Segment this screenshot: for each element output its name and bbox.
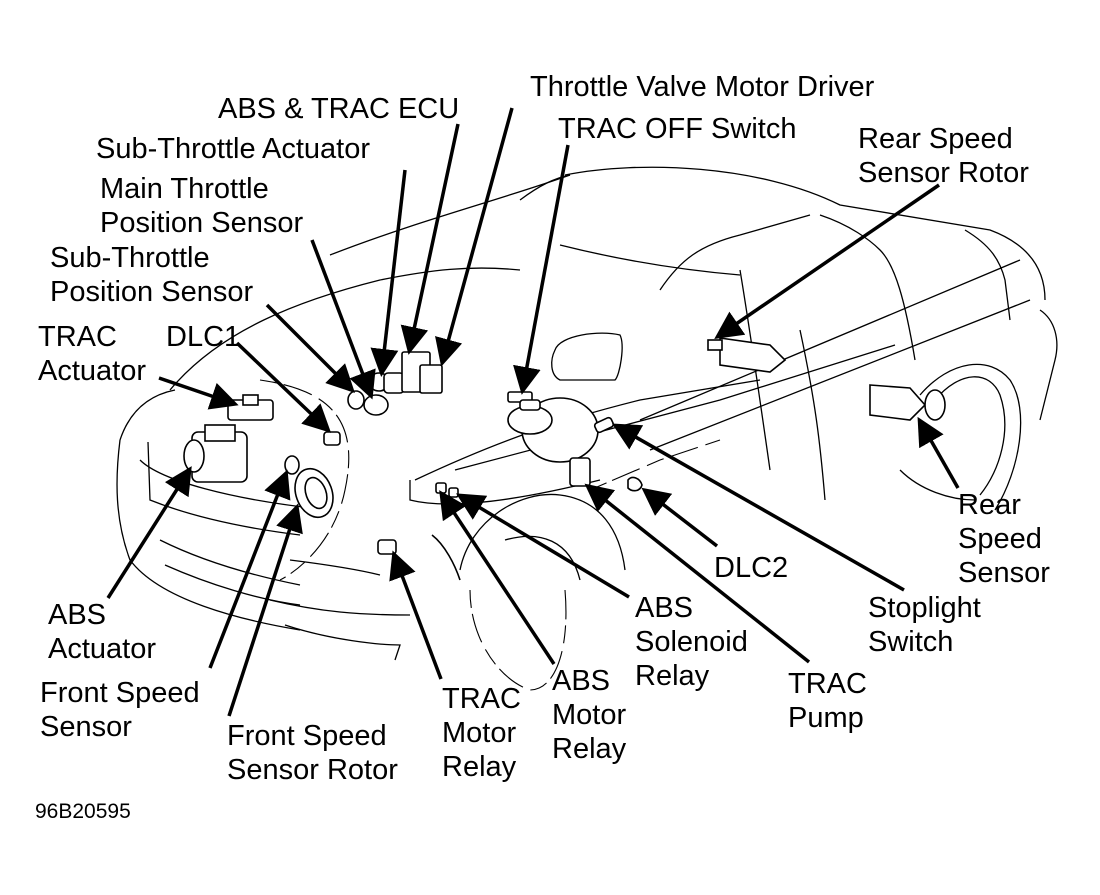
label-abs-actuator: ABS Actuator [48, 599, 156, 665]
components [183, 337, 946, 581]
arrow-trac-actuator [158, 376, 239, 410]
label-abs-trac-ecu: ABS & TRAC ECU [218, 93, 460, 125]
figure-code: 96B20595 [35, 800, 131, 823]
rear-arch-lower [899, 469, 976, 501]
label-rear-speed-sensor: Rear Speed Sensor [958, 489, 1050, 589]
leader-arrows [106, 107, 960, 717]
cowl-line [559, 244, 741, 276]
roof-line [564, 166, 1046, 301]
arrow-stoplight-switch [611, 423, 905, 592]
arrow-dlc2 [641, 487, 719, 548]
dlc1-part [323, 431, 341, 446]
label-front-speed-sensor: Front Speed Sensor [40, 677, 200, 743]
trac-actuator-part [227, 394, 274, 421]
a-pillar [659, 214, 811, 291]
stoplight-switch-part [593, 416, 615, 434]
rear-window [819, 214, 916, 361]
bumper-lower [269, 599, 411, 616]
rear-speed-sensor-part [869, 384, 946, 421]
rear-fender [1039, 309, 1058, 421]
label-dlc2: DLC2 [714, 552, 789, 584]
arrow-abs-actuator [106, 466, 192, 599]
c-pillar [964, 229, 1011, 321]
label-trac-off-switch: TRAC OFF Switch [558, 113, 797, 145]
bumper-stripe-2 [164, 564, 301, 606]
arrow-front-speed-sensor-rotor [227, 503, 303, 717]
abs-solenoid-relay-part [448, 487, 459, 498]
floor-line [589, 439, 721, 491]
arrow-rear-speed-sensor-rotor [714, 183, 940, 339]
trac-motor-relay-part [377, 539, 397, 555]
arrow-abs-motor-relay [439, 490, 556, 665]
windshield-base [329, 174, 571, 256]
spoiler [284, 624, 401, 661]
label-trac-motor-relay: TRAC Motor Relay [442, 683, 521, 783]
label-dlc1: DLC1 [166, 321, 241, 353]
side-crease [649, 299, 1031, 451]
label-throttle-valve-motor-driver: Throttle Valve Motor Driver [530, 71, 875, 103]
brake-booster-part [507, 397, 599, 463]
arrow-throttle-valve-motor-driver [435, 107, 514, 367]
front-tire-inner [504, 535, 581, 581]
front-speed-sensor-part [284, 455, 300, 475]
rear-wheel-inner [934, 376, 1006, 496]
headlight-line [289, 559, 381, 576]
arrow-trac-motor-relay [389, 550, 443, 680]
label-stoplight-switch: Stoplight Switch [868, 592, 981, 658]
arrow-rear-speed-sensor [917, 416, 960, 489]
arrow-trac-pump [584, 483, 811, 664]
hood-corner [119, 389, 176, 441]
front-wheel-arch [459, 493, 626, 571]
arrow-sub-throttle-actuator [370, 169, 407, 377]
door-rear-line [799, 329, 826, 501]
throttle-body-part [347, 372, 405, 416]
front-harness-part [431, 534, 461, 581]
side-mirror [551, 332, 623, 381]
arrow-dlc1 [235, 341, 332, 433]
abs-motor-relay-part [435, 482, 447, 494]
rear-wheel-outer [919, 363, 1022, 511]
front-wheel [469, 589, 567, 691]
front-speed-sensor-rotor-part [294, 467, 334, 519]
arrow-main-throttle-position-sensor [310, 239, 376, 400]
arrow-sub-throttle-position-sensor [265, 303, 355, 393]
throttle-valve-motor-driver-part [419, 364, 443, 394]
trac-pump-part [569, 457, 591, 487]
bumper-stripe-1 [159, 539, 301, 586]
label-trac-actuator: TRAC Actuator [38, 321, 146, 387]
arrow-trac-off-switch [513, 144, 570, 395]
rear-speed-sensor-rotor-part [707, 337, 787, 373]
label-abs-solenoid-relay: ABS Solenoid Relay [635, 592, 748, 692]
label-main-throttle-position-sensor: Main Throttle Position Sensor [100, 173, 304, 239]
belt-line [639, 259, 1021, 421]
dlc2-part [627, 476, 643, 492]
label-rear-speed-sensor-rotor: Rear Speed Sensor Rotor [858, 123, 1029, 189]
arrow-abs-trac-ecu [400, 123, 460, 355]
abs-actuator-part [183, 424, 248, 483]
hood-cutline [259, 379, 350, 581]
label-sub-throttle-position-sensor: Sub-Throttle Position Sensor [50, 242, 254, 308]
label-abs-motor-relay: ABS Motor Relay [552, 665, 627, 765]
label-front-speed-sensor-rotor: Front Speed Sensor Rotor [227, 720, 398, 786]
label-trac-pump: TRAC Pump [788, 668, 867, 734]
arrow-abs-solenoid-relay [455, 493, 630, 599]
arrow-front-speed-sensor [208, 469, 291, 669]
label-sub-throttle-actuator: Sub-Throttle Actuator [96, 133, 371, 165]
